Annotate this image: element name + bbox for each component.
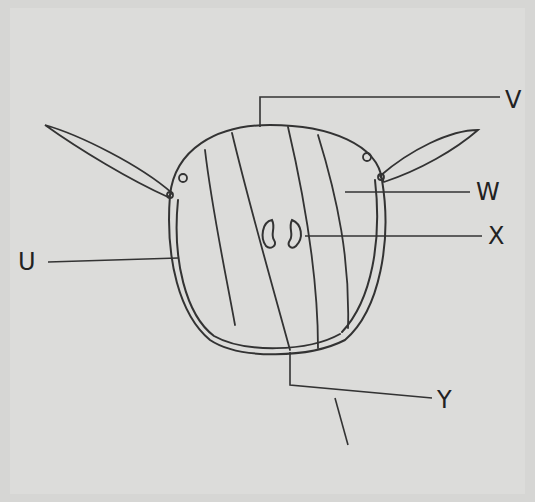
leader-lines [48,97,500,445]
part-label: U [18,250,36,274]
body-outline [169,125,385,354]
paper-sheet [10,8,525,494]
part-label: W [476,180,500,204]
body-stripes [205,127,348,350]
part-label: X [488,224,504,248]
wings [45,125,478,198]
kidney-shapes [263,220,301,248]
part-label: V [505,88,521,112]
part-label: Y [437,388,452,412]
